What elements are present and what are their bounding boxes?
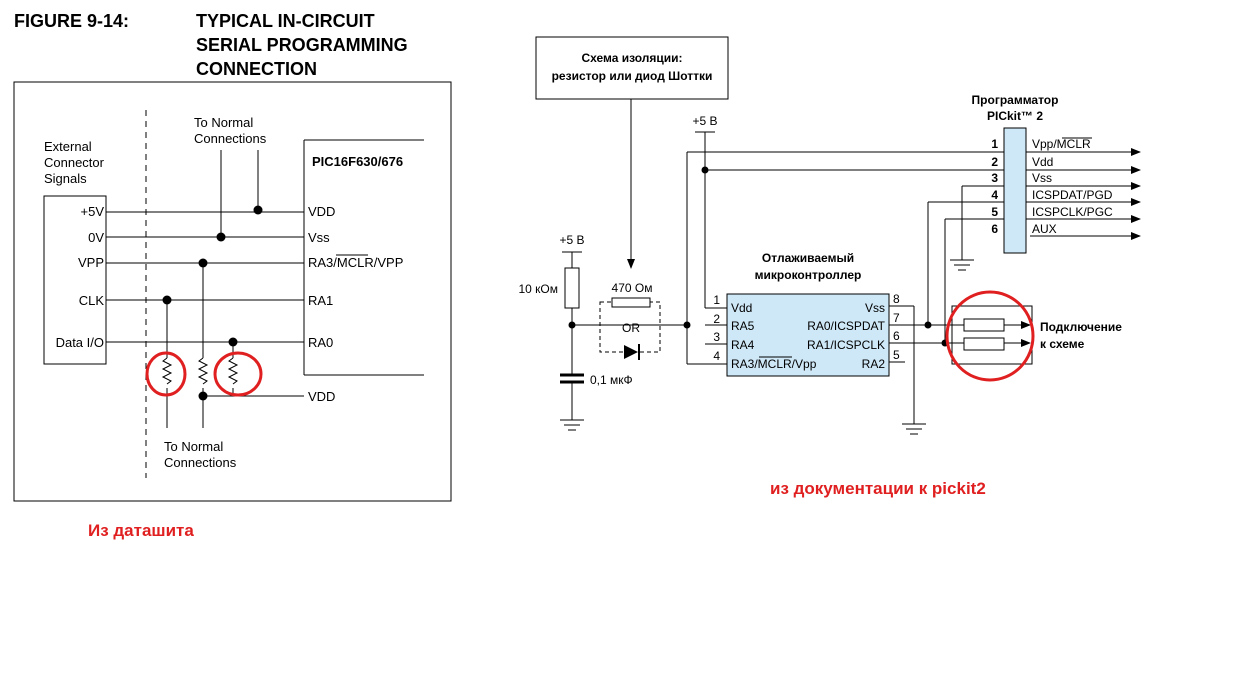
chip-name: PIC16F630/676 — [312, 154, 403, 169]
mcu-pin3-name: RA4 — [731, 338, 755, 352]
isolation-line2: резистор или диод Шоттки — [552, 69, 713, 83]
junction-left — [568, 321, 576, 329]
red-highlight-circles — [145, 351, 263, 397]
prog-pin6-name: AUX — [1032, 222, 1057, 236]
programmer-connector — [1003, 127, 1027, 254]
prog-pin3-name: Vss — [1032, 171, 1052, 185]
mcu-pin4-name: RA3/MCLR/Vpp — [731, 357, 817, 371]
capacitor-label: 0,1 мкФ — [590, 373, 633, 387]
mcu-pin8-num: 8 — [893, 292, 900, 306]
mcu-pin2-num: 2 — [713, 312, 720, 326]
junction-dat — [924, 321, 932, 329]
mcu-title-line1: Отлаживаемый — [762, 251, 854, 265]
pin-ra1: RA1 — [308, 293, 333, 308]
mcu-pin3-num: 3 — [713, 330, 720, 344]
mcu-left-stubs — [705, 324, 727, 345]
circuit-connector-box — [951, 305, 1033, 365]
prog-pin6-num: 6 — [991, 222, 998, 236]
prog-pin5-num: 5 — [991, 205, 998, 219]
or-label: OR — [622, 321, 640, 335]
prog-pin4-name: ICSPDAT/PGD — [1032, 188, 1113, 202]
mcu-pin6-num: 6 — [893, 329, 900, 343]
circuit-label-line2: к схеме — [1040, 337, 1085, 351]
left-figure: FIGURE 9-14: TYPICAL IN-CIRCUIT SERIAL P… — [13, 11, 452, 540]
prog-pin2-num: 2 — [991, 155, 998, 169]
ext-label-line2: Connector — [44, 155, 105, 170]
mcu-pin5-num: 5 — [893, 348, 900, 362]
normal-conn-top-line1: To Normal — [194, 115, 253, 130]
caption-datasheet: Из даташита — [88, 521, 194, 540]
prog-pin3-num: 3 — [991, 171, 998, 185]
mcu-pin5-name: RA2 — [862, 357, 886, 371]
mcu-pin1-num: 1 — [713, 293, 720, 307]
pin-vdd-bottom: VDD — [308, 389, 335, 404]
plus5-left-label: +5 В — [559, 233, 584, 247]
programmer-title-line1: Программатор — [972, 93, 1059, 107]
normal-conn-bottom-line2: Connections — [164, 455, 237, 470]
circuit-label-line1: Подключение — [1040, 320, 1122, 334]
figure-frame — [13, 81, 452, 502]
series-resistor-label: 470 Ом — [612, 281, 653, 295]
ground-symbols — [902, 259, 974, 435]
clk-series-resistor — [963, 337, 1005, 351]
signal-wires — [106, 139, 424, 428]
mcu-left-pins: 1 Vdd 2 RA5 3 RA4 4 RA3/MCLR/Vpp — [713, 293, 816, 371]
mcu-pin8-name: Vss — [865, 301, 885, 315]
pin-vss: Vss — [308, 230, 330, 245]
signal-vpp: VPP — [78, 255, 104, 270]
schottky-diode — [624, 344, 640, 360]
isolation-box — [535, 36, 729, 100]
ext-label-line1: External — [44, 139, 92, 154]
pullup-resistor-label: 10 кОм — [518, 282, 558, 296]
figure-title-line3: CONNECTION — [196, 59, 317, 79]
right-figure: Схема изоляции: резистор или диод Шоттки… — [518, 36, 1141, 498]
prog-pin5-name: ICSPCLK/PGC — [1032, 205, 1113, 219]
mcu-pin7-num: 7 — [893, 311, 900, 325]
mcu-pin4-num: 4 — [713, 349, 720, 363]
figure-title-line1: TYPICAL IN-CIRCUIT — [196, 11, 375, 31]
red-highlight-circle-right — [945, 290, 1035, 382]
prog-pin1-name: Vpp/MCLR — [1032, 137, 1091, 151]
left-branch-wires — [560, 251, 687, 431]
external-connector-box — [43, 195, 107, 365]
mcu-pin6-name: RA1/ICSPCLK — [807, 338, 885, 352]
pin-ra3-mclr: RA3/MCLR/VPP — [308, 255, 403, 270]
series-resistor — [611, 297, 651, 308]
programmer-pins: 1 Vpp/MCLR 2 Vdd 3 Vss 4 ICSPDAT/PGD 5 I… — [991, 137, 1113, 236]
figure-title-line2: SERIAL PROGRAMMING — [196, 35, 408, 55]
mcu-pin7-name: RA0/ICSPDAT — [807, 319, 885, 333]
mcu-right-pins: Vss 8 RA0/ICSPDAT 7 RA1/ICSPCLK 6 RA2 5 — [807, 292, 900, 371]
signal-clk: CLK — [79, 293, 105, 308]
mcu-pin2-name: RA5 — [731, 319, 755, 333]
mcu-wires — [686, 131, 1141, 424]
pin-ra0: RA0 — [308, 335, 333, 350]
prog-pin1-num: 1 — [991, 137, 998, 151]
mcu-title-line2: микроконтроллер — [755, 268, 862, 282]
junction-vdd — [701, 166, 709, 174]
isolation-line1: Схема изоляции: — [581, 51, 682, 65]
programmer-title-line2: PICkit™ 2 — [987, 109, 1043, 123]
plus5-top-label: +5 В — [692, 114, 717, 128]
mcu-box — [726, 293, 890, 377]
ext-label-line3: Signals — [44, 171, 87, 186]
prog-pin4-num: 4 — [991, 188, 998, 202]
pin-vdd: VDD — [308, 204, 335, 219]
pullup-resistors — [161, 357, 239, 385]
signal-0v: 0V — [88, 230, 104, 245]
signal-plus5v: +5V — [81, 204, 105, 219]
prog-pin2-name: Vdd — [1032, 155, 1053, 169]
normal-conn-top-line2: Connections — [194, 131, 267, 146]
junction-dots — [162, 205, 263, 401]
signal-data-io: Data I/O — [56, 335, 104, 350]
mcu-pin1-name: Vdd — [731, 301, 752, 315]
caption-pickit2: из документации к pickit2 — [770, 479, 986, 498]
figure-number: FIGURE 9-14: — [14, 11, 129, 31]
normal-conn-bottom-line1: To Normal — [164, 439, 223, 454]
dat-series-resistor — [963, 318, 1005, 332]
